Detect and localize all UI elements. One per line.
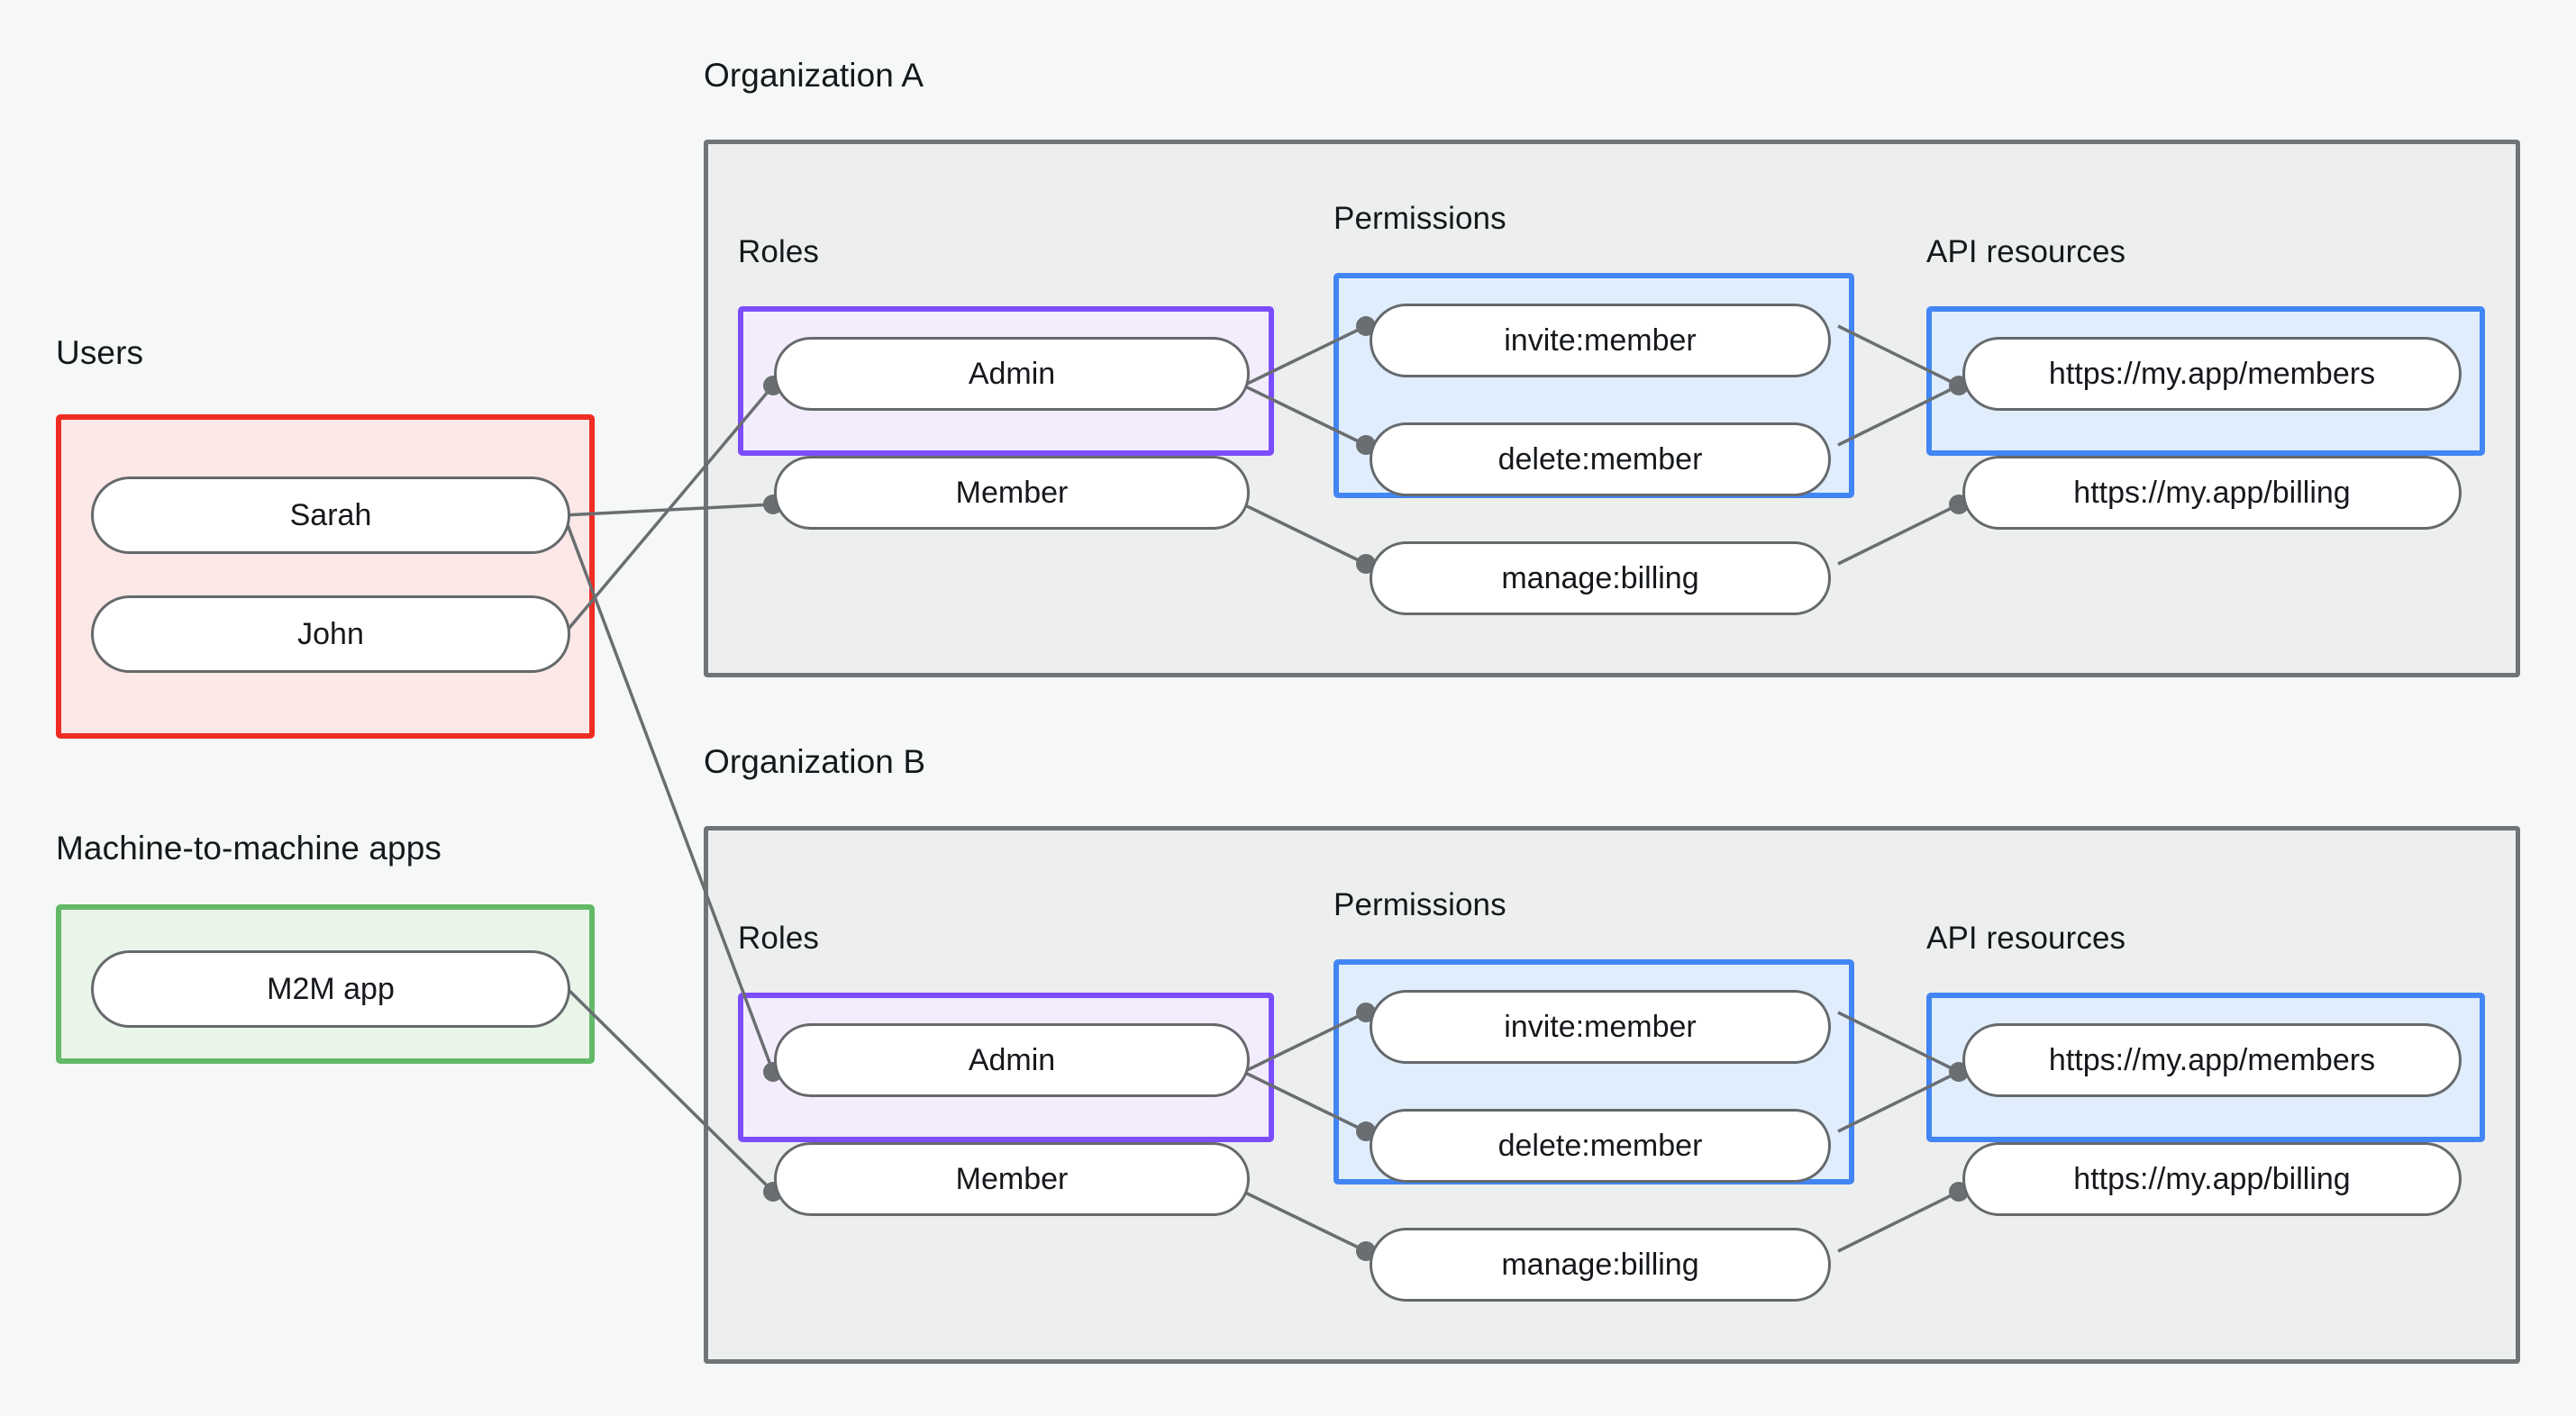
orgA-api-resources-caption: API resources xyxy=(1926,234,2126,269)
m2m-group: M2M app xyxy=(56,904,595,1064)
permission-pill[interactable]: manage:billing xyxy=(1370,1228,1831,1302)
organization-b-caption: Organization B xyxy=(704,743,926,780)
api-resource-pill[interactable]: https://my.app/billing xyxy=(1962,1142,2462,1216)
role-pill[interactable]: Admin xyxy=(774,1023,1250,1097)
orgA-roles-group: Admin Member xyxy=(738,306,1274,530)
orgB-api-resources-group: https://my.app/members https://my.app/bi… xyxy=(1926,993,2485,1216)
users-caption: Users xyxy=(56,334,144,371)
organization-b-group: Roles Admin Member Permissions invite:me… xyxy=(704,826,2520,1364)
permission-pill[interactable]: manage:billing xyxy=(1370,541,1831,615)
permission-pill[interactable]: delete:member xyxy=(1370,422,1831,496)
api-resource-pill[interactable]: https://my.app/members xyxy=(1962,337,2462,411)
permission-pill[interactable]: invite:member xyxy=(1370,304,1831,377)
role-pill[interactable]: Member xyxy=(774,1142,1250,1216)
organization-a-caption: Organization A xyxy=(704,57,924,94)
orgB-roles-group: Admin Member xyxy=(738,993,1274,1216)
users-group: Sarah John xyxy=(56,414,595,739)
orgA-permissions-caption: Permissions xyxy=(1334,201,1506,236)
orgB-permissions-caption: Permissions xyxy=(1334,887,1506,922)
orgA-api-resources-group: https://my.app/members https://my.app/bi… xyxy=(1926,306,2485,530)
list-item[interactable]: M2M app xyxy=(91,950,570,1028)
list-item[interactable]: John xyxy=(91,595,570,673)
orgA-roles-caption: Roles xyxy=(738,234,819,269)
orgA-permissions-group: invite:member delete:member manage:billi… xyxy=(1334,273,1854,615)
permission-pill[interactable]: invite:member xyxy=(1370,990,1831,1064)
api-resource-pill[interactable]: https://my.app/billing xyxy=(1962,456,2462,530)
orgB-roles-caption: Roles xyxy=(738,921,819,956)
orgB-permissions-group: invite:member delete:member manage:billi… xyxy=(1334,959,1854,1302)
list-item[interactable]: Sarah xyxy=(91,477,570,554)
permission-pill[interactable]: delete:member xyxy=(1370,1109,1831,1183)
role-pill[interactable]: Admin xyxy=(774,337,1250,411)
api-resource-pill[interactable]: https://my.app/members xyxy=(1962,1023,2462,1097)
m2m-caption: Machine-to-machine apps xyxy=(56,830,442,867)
role-pill[interactable]: Member xyxy=(774,456,1250,530)
orgB-api-resources-caption: API resources xyxy=(1926,921,2126,956)
organization-a-group: Roles Admin Member Permissions invite:me… xyxy=(704,140,2520,677)
